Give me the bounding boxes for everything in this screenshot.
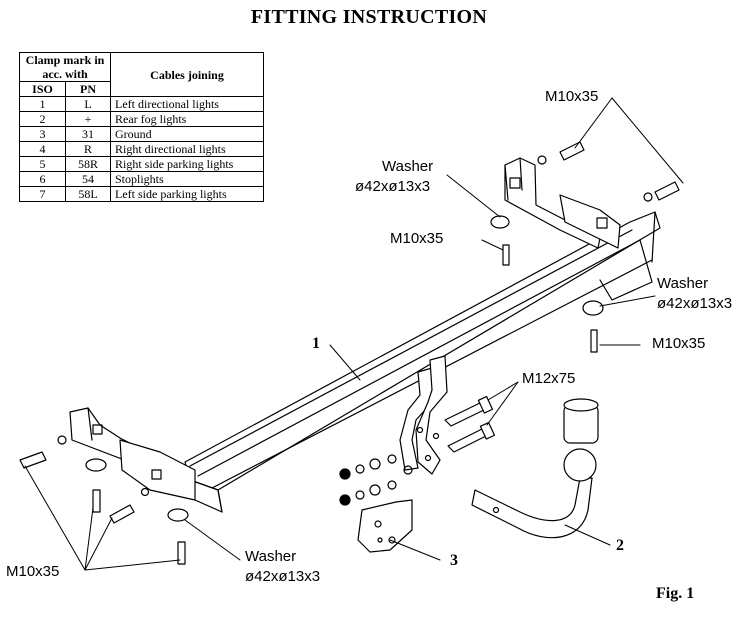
desc-cell: Right directional lights	[110, 141, 264, 157]
header-pn: PN	[65, 81, 111, 97]
m12-nuts-washers	[339, 454, 413, 506]
iso-cell: 4	[18, 141, 67, 157]
left-mounting-bracket	[69, 407, 196, 501]
page-title: FITTING INSTRUCTION	[250, 6, 488, 28]
top-right-fasteners	[490, 141, 680, 353]
label-m12: M12x75	[522, 370, 576, 387]
iso-cell: 7	[18, 186, 67, 202]
desc-cell: Left side parking lights	[110, 186, 264, 202]
label-part-3: 3	[450, 552, 458, 569]
right-mounting-bracket	[504, 157, 621, 249]
label-m10-mid: M10x35	[390, 230, 444, 247]
label-washer-right: Washer	[657, 275, 709, 292]
label-washer-bottom: Washer	[245, 548, 297, 565]
cable-clamp-table: Clamp mark in acc. with Cables joining I…	[18, 52, 264, 202]
label-washer-right-size: ø42xø13x3	[657, 295, 733, 312]
label-part-1: 1	[312, 335, 320, 352]
label-m10-top: M10x35	[545, 88, 599, 105]
desc-cell: Right side parking lights	[110, 156, 264, 172]
label-part-2: 2	[616, 537, 624, 554]
table-row: 2+Rear fog lights	[18, 111, 264, 127]
socket-plate	[357, 499, 413, 553]
tow-ball-neck	[471, 398, 599, 539]
label-washer-top-size: ø42xø13x3	[355, 178, 431, 195]
m12-bolts	[444, 395, 496, 453]
label-washer-top: Washer	[382, 158, 434, 175]
ball-mount-plates	[399, 355, 448, 475]
leader-lines	[24, 97, 684, 571]
label-washer-bottom-size: ø42xø13x3	[245, 568, 321, 585]
pn-cell: 58R	[65, 156, 111, 172]
figure-caption: Fig. 1	[656, 585, 695, 602]
label-m10-bottom-left: M10x35	[6, 563, 60, 580]
label-m10-right: M10x35	[652, 335, 706, 352]
bottom-left-fasteners	[19, 435, 189, 565]
header-clamp-mark: Clamp mark in acc. with	[19, 52, 111, 82]
towbar-crossbar	[184, 211, 661, 513]
